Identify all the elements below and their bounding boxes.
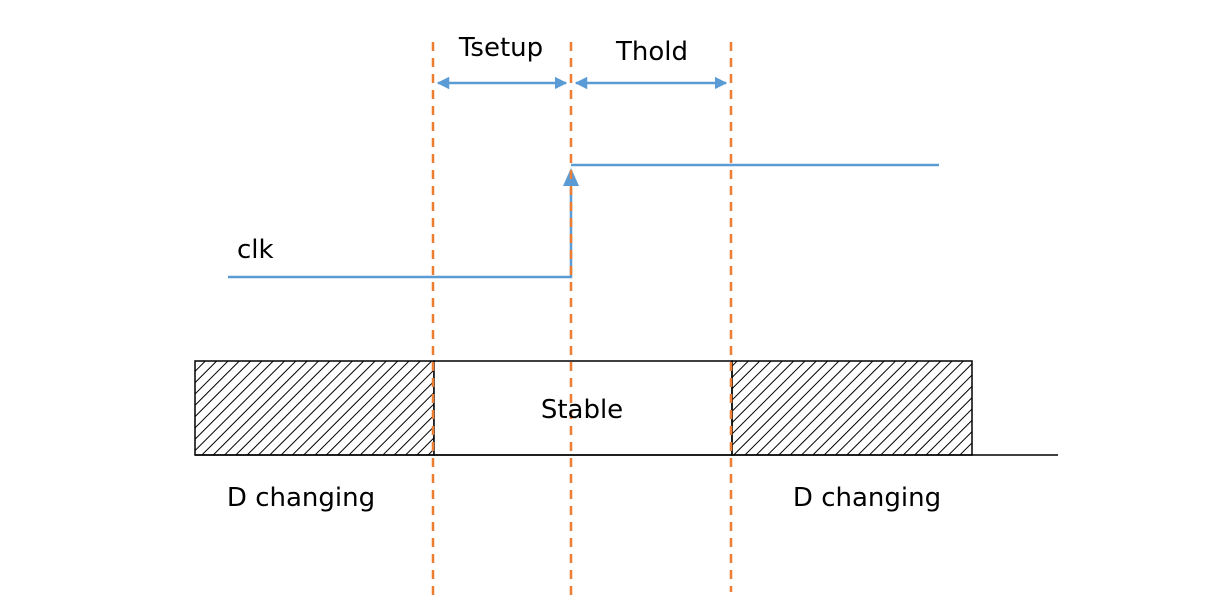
clk-label: clk — [237, 235, 274, 265]
d-changing-label-right: D changing — [793, 483, 941, 513]
d-changing-label-left: D changing — [227, 483, 375, 513]
clk-waveform — [228, 188, 573, 279]
tsetup-label: Tsetup — [458, 33, 543, 63]
d-changing-region-left — [194, 360, 435, 456]
stable-region — [433, 360, 733, 456]
thold-label: Thold — [615, 37, 688, 67]
d-changing-region-right — [731, 360, 973, 456]
stable-label: Stable — [541, 395, 623, 425]
